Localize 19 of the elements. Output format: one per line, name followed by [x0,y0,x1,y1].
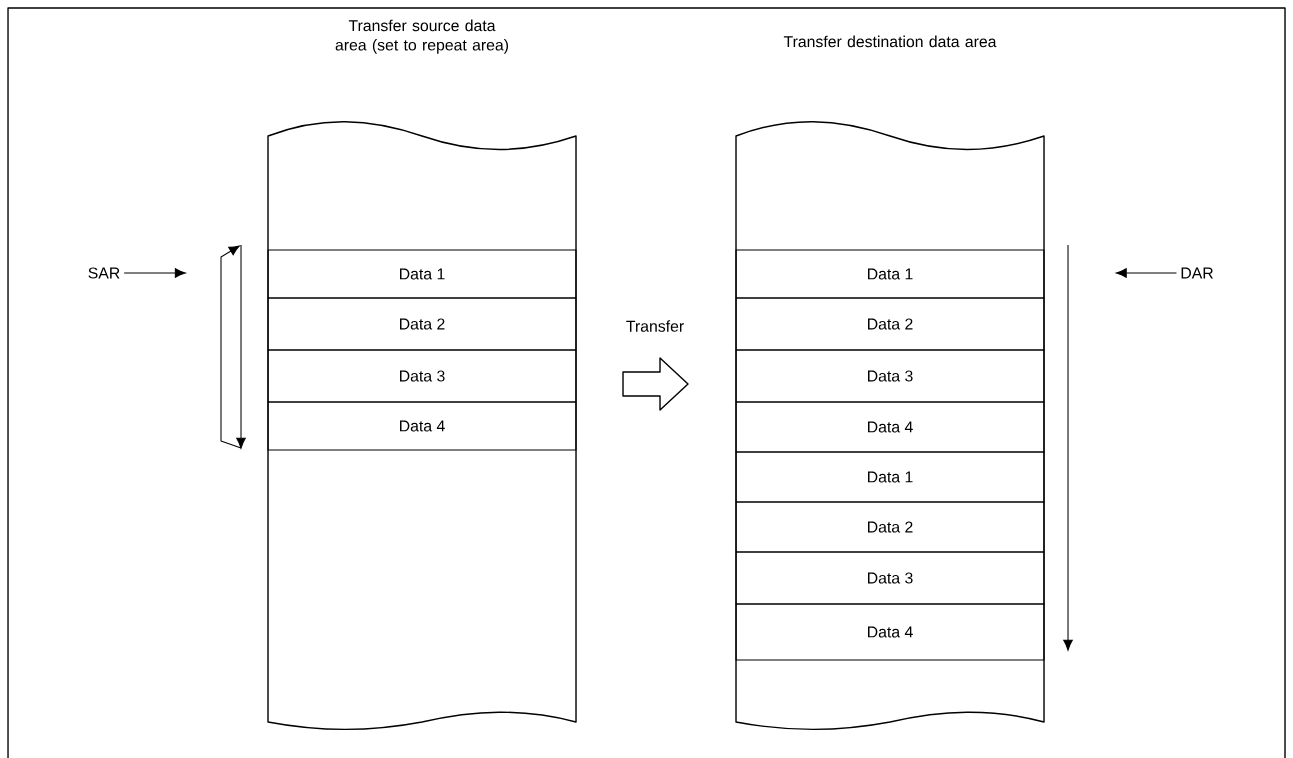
data-cell: Data 4 [267,401,577,451]
area-heading: Transfer source data area (set to repeat area) [335,19,509,54]
data-cell: Data 1 [735,451,1045,503]
data-cell: Data 1 [735,249,1045,299]
pointer-arrow [1115,268,1177,278]
data-cell: Data 4 [735,603,1045,661]
data-cell: Data 4 [735,401,1045,453]
pointer-arrow [123,268,186,278]
register-label: DAR [1181,267,1213,279]
register-label: SAR [88,267,120,279]
data-cell: Data 1 [267,249,577,299]
data-cell: Data 2 [735,501,1045,553]
data-cell: Data 2 [267,297,577,351]
area-heading: Transfer destination data area [783,35,997,48]
data-cell: Data 3 [735,349,1045,403]
data-cell: Data 3 [267,349,577,403]
arrow-label: Transfer [626,320,684,332]
data-cell: Data 2 [735,297,1045,351]
data-cell: Data 3 [735,551,1045,605]
